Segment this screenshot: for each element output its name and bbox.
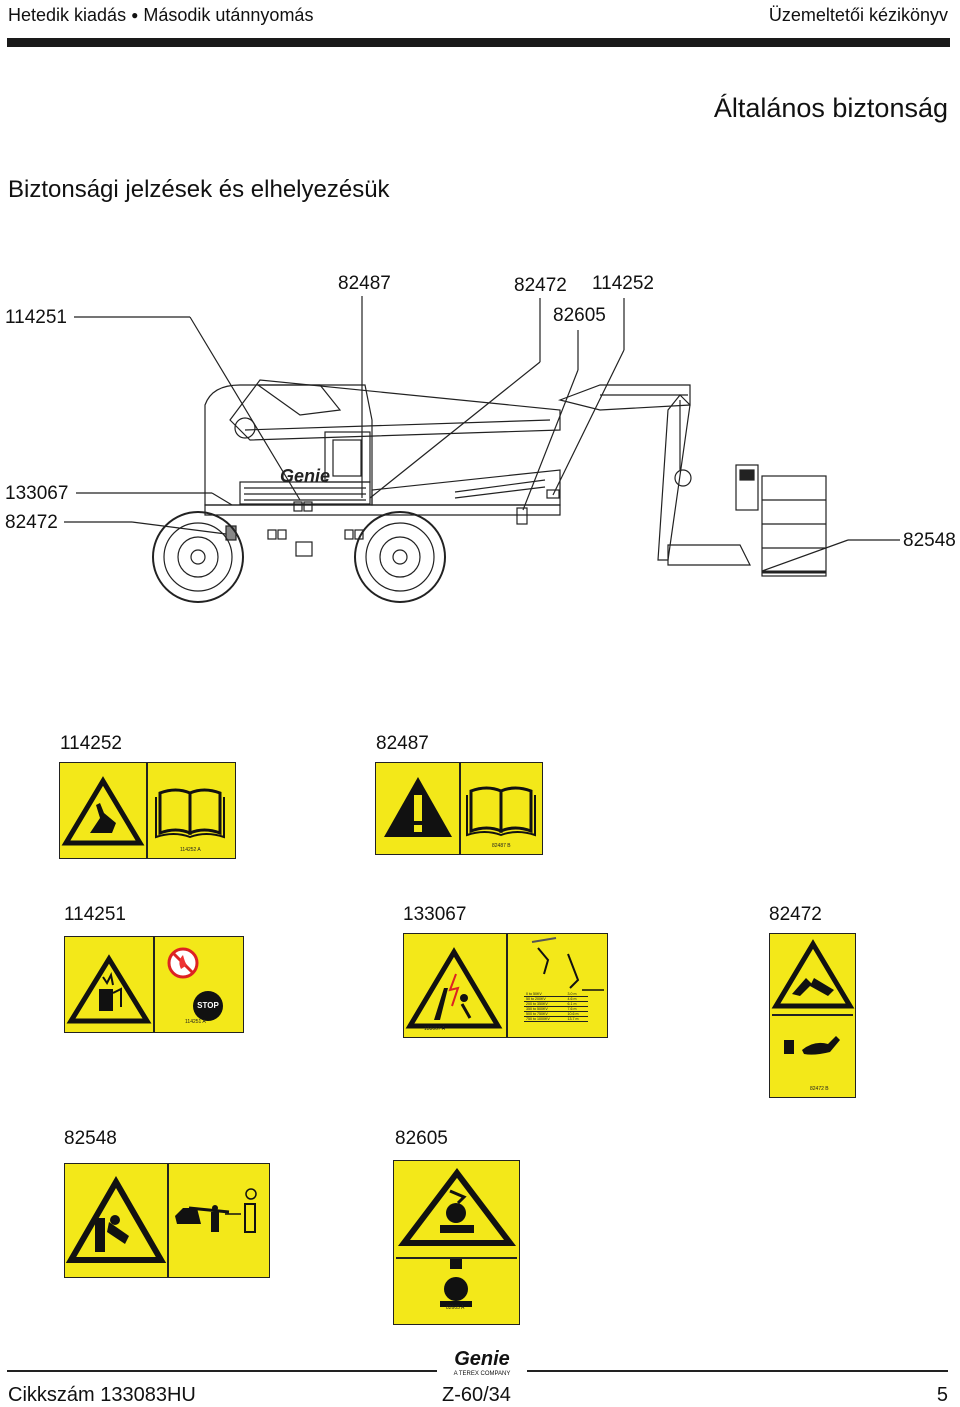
platform-clearance-icon	[175, 1188, 257, 1233]
decal-114251: STOP 114251 A	[64, 936, 244, 1033]
voltage-cell: 750 to 1000KV	[524, 1016, 566, 1022]
keep-hands-clear-icon	[784, 1036, 840, 1055]
decal-82605: 82605 A	[393, 1160, 520, 1325]
decal-label-82472: 82472	[769, 904, 822, 925]
decal-114252: 114252 A	[59, 762, 236, 859]
genie-logo-subtitle: A TEREX COMPANY	[453, 1371, 511, 1377]
stop-sign-icon: STOP	[193, 991, 223, 1021]
section-title: Biztonsági jelzések és elhelyezésük	[8, 176, 390, 203]
bullet-separator: ●	[131, 8, 139, 22]
decal-code: 82487 B	[492, 843, 511, 849]
distance-cell: 10.6 m	[565, 1011, 588, 1017]
footer-part-number: Cikkszám 133083HU	[8, 1384, 196, 1406]
distance-cell: 3.0 m	[565, 992, 588, 997]
callout-82487: 82487	[338, 273, 391, 294]
decal-label-82548: 82548	[64, 1128, 117, 1149]
voltage-cell: 0 to 50KV	[524, 992, 566, 997]
decal-label-82605: 82605	[395, 1128, 448, 1149]
header-edition: Hetedik kiadás ● Második utánnyomás	[8, 5, 313, 26]
voltage-cell: 350 to 500KV	[524, 1006, 566, 1012]
reprint-text: Második utánnyomás	[143, 5, 314, 25]
power-line-clearance-icon	[531, 937, 604, 991]
tip-over-warning-icon	[61, 776, 145, 846]
genie-logo-text: Genie	[454, 1348, 510, 1370]
footer-model: Z-60/34	[442, 1384, 511, 1406]
callout-114251: 114251	[5, 307, 67, 328]
decal-label-82487: 82487	[376, 733, 429, 754]
callout-82605: 82605	[553, 305, 606, 326]
callout-82472-top: 82472	[514, 275, 567, 296]
decal-code: 133067 A	[424, 1026, 446, 1032]
voltage-cell: 200 to 350KV	[524, 1001, 566, 1007]
warning-exclamation-icon	[384, 777, 452, 837]
page-title: Általános biztonság	[713, 93, 948, 123]
edition-text: Hetedik kiadás	[8, 5, 127, 25]
head-clearance-icon	[440, 1259, 472, 1307]
decal-code: 82472 B	[810, 1086, 829, 1092]
decal-code: 82605 A	[446, 1305, 465, 1311]
machine-drawing: Genie	[64, 296, 900, 603]
decal-label-114252: 114252	[60, 733, 122, 754]
crush-hazard-icon	[771, 939, 855, 1009]
manual-book-icon	[155, 788, 225, 839]
electrocution-warning-icon	[405, 947, 503, 1029]
overhead-crush-icon	[397, 1168, 517, 1246]
callout-114252: 114252	[592, 273, 654, 294]
callout-82548: 82548	[903, 530, 956, 551]
distance-cell: 4.6 m	[565, 996, 588, 1002]
voltage-cell: 50 to 200KV	[524, 996, 566, 1002]
divider	[772, 1014, 853, 1016]
decal-code: 114251 A	[185, 1019, 206, 1025]
fuel-explosion-warning-icon	[66, 954, 152, 1024]
distance-cell: 13.7 m	[565, 1016, 588, 1022]
callout-82472-side: 82472	[5, 512, 58, 533]
decal-code: 114252 A	[180, 847, 201, 853]
decal-82472: 82472 B	[769, 933, 856, 1098]
decal-label-114251: 114251	[64, 904, 126, 925]
manual-book-icon	[466, 786, 536, 837]
no-fire-icon	[167, 947, 199, 979]
divider	[396, 1257, 517, 1259]
decal-label-133067: 133067	[403, 904, 467, 925]
header-rule	[7, 38, 950, 47]
header-manual-title: Üzemeltetői kézikönyv	[768, 5, 948, 25]
decal-82548	[64, 1163, 270, 1278]
distance-cell: 7.6 m	[565, 1006, 588, 1012]
distance-cell: 6.1 m	[565, 1001, 588, 1007]
footer-page-number: 5	[936, 1384, 948, 1406]
crush-hazard-icon	[65, 1175, 167, 1263]
genie-logo: Genie A TEREX COMPANY	[437, 1348, 527, 1382]
machine-logo: Genie	[280, 466, 330, 486]
voltage-cell: 500 to 750KV	[524, 1011, 566, 1017]
decal-82487: 82487 B	[375, 762, 543, 855]
callout-133067: 133067	[5, 483, 69, 504]
